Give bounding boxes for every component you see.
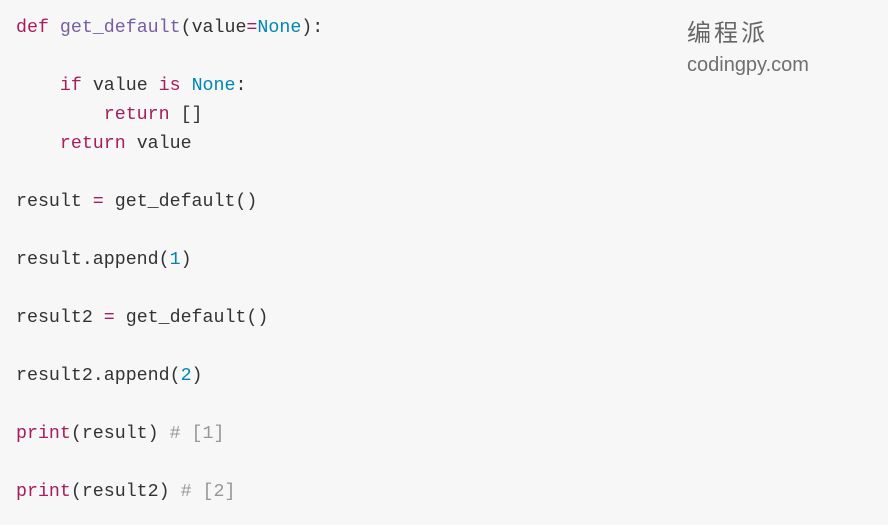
code-line [16, 159, 323, 188]
keyword-token: print [16, 424, 71, 444]
code-line: print(result) # [1] [16, 420, 323, 449]
text-token [16, 76, 60, 96]
text-token: result [16, 192, 93, 212]
text-token: ): [301, 18, 324, 38]
text-token [16, 134, 60, 154]
code-line [16, 449, 323, 478]
keyword-token: return [103, 105, 170, 125]
text-token: (result2) [70, 482, 181, 502]
code-line: if value is None: [16, 72, 323, 101]
code-line: result2 = get_default() [16, 304, 323, 333]
constant-token: None [191, 76, 236, 96]
text-token: ) [180, 250, 192, 270]
text-token [181, 76, 192, 96]
text-token: ) [191, 366, 203, 386]
text-token [16, 105, 104, 125]
text-token: get_default() [114, 308, 269, 328]
code-line [16, 43, 323, 72]
code-line [16, 275, 323, 304]
constant-token: 1 [169, 250, 181, 270]
code-line [16, 217, 323, 246]
code-line [16, 391, 323, 420]
constant-token: None [257, 18, 302, 38]
text-token: result.append( [16, 250, 170, 270]
keyword-token: return [59, 134, 126, 154]
keyword-token: def [16, 18, 49, 38]
keyword-token: is [158, 76, 181, 96]
text-token: result2 [16, 308, 104, 328]
comment-token: # [2] [180, 482, 236, 502]
text-token: (value [180, 18, 247, 38]
code-line: result.append(1) [16, 246, 323, 275]
code-line: def get_default(value=None): [16, 14, 323, 43]
code-line: result = get_default() [16, 188, 323, 217]
function-name-token: get_default [59, 18, 181, 38]
text-token: (result) [70, 424, 170, 444]
code-block: def get_default(value=None): if value is… [16, 14, 323, 507]
code-line [16, 333, 323, 362]
comment-token: # [1] [169, 424, 225, 444]
text-token: result2.append( [16, 366, 181, 386]
text-token: get_default() [103, 192, 258, 212]
text-token: [] [169, 105, 203, 125]
text-token: : [235, 76, 247, 96]
keyword-token: if [59, 76, 82, 96]
operator-token: = [246, 18, 258, 38]
code-line: return value [16, 130, 323, 159]
text-token: value [81, 76, 159, 96]
watermark-url: codingpy.com [687, 54, 809, 76]
watermark: 编程派 codingpy.com [687, 18, 809, 78]
code-line: print(result2) # [2] [16, 478, 323, 507]
code-line: return [] [16, 101, 323, 130]
text-token [49, 18, 60, 38]
operator-token: = [92, 192, 104, 212]
code-line: result2.append(2) [16, 362, 323, 391]
text-token: value [125, 134, 192, 154]
watermark-name: 编程派 [687, 19, 768, 47]
constant-token: 2 [180, 366, 192, 386]
operator-token: = [103, 308, 115, 328]
keyword-token: print [16, 482, 71, 502]
